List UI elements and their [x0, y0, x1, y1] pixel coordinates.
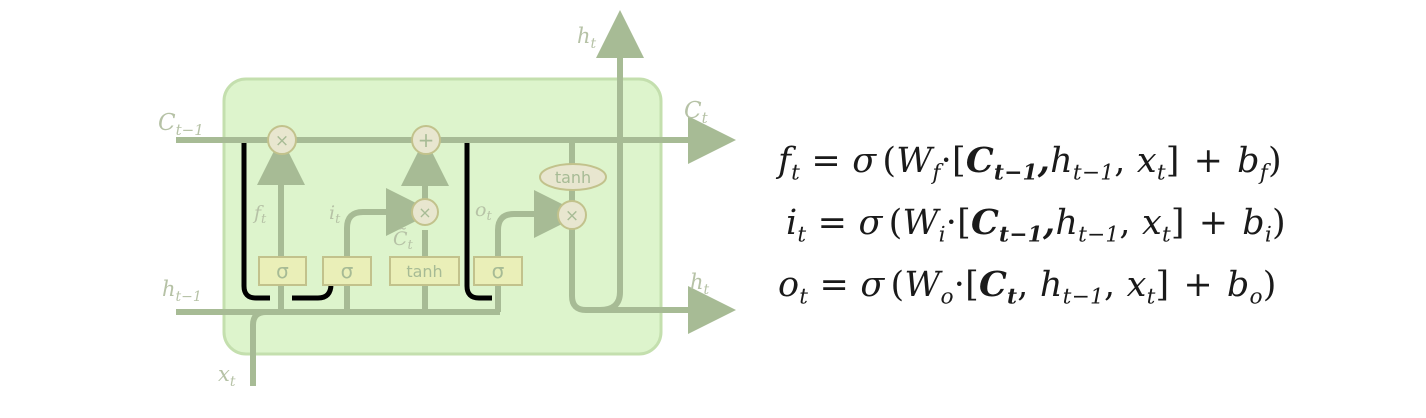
- output-gate-symbol: σ: [492, 259, 505, 283]
- output-gate-line: [495, 190, 582, 312]
- input-gate-box: σ: [322, 256, 372, 286]
- equation-forget: ft = σ(Wf·[Ct−1,ht−1, xt]+bf): [778, 140, 1282, 186]
- label-h-top: ht: [577, 24, 597, 52]
- output-gate-box: σ: [473, 256, 523, 286]
- x-input-line: [250, 309, 267, 386]
- label-c-prev: Ct−1: [158, 110, 204, 139]
- hidden-output-line: [569, 225, 736, 334]
- label-o-t: ot: [475, 199, 492, 224]
- forget-multiply-op: ×: [267, 125, 297, 155]
- peephole-input-line: [292, 283, 334, 301]
- lstm-peephole-diagram: σ σ tanh σ × + × × tanh Ct−1 Ct ht ht−1 …: [158, 10, 736, 390]
- input-gate-line: [344, 188, 434, 312]
- label-x-t: xt: [218, 362, 236, 390]
- multiply-icon: ×: [565, 206, 579, 226]
- forget-gate-box: σ: [258, 256, 307, 286]
- label-h-out: ht: [690, 270, 710, 298]
- peephole-forget-line: [241, 143, 270, 301]
- plus-icon: +: [418, 128, 435, 152]
- tanh-layer-label: tanh: [406, 262, 442, 281]
- input-multiply-op: ×: [411, 198, 439, 226]
- peephole-output-line: [464, 143, 492, 301]
- label-f-t: ft: [252, 202, 267, 227]
- label-c-t: Ct: [684, 98, 709, 127]
- tanh-pointwise-label: tanh: [555, 168, 591, 187]
- forget-gate-symbol: σ: [276, 259, 289, 283]
- label-c-tilde: C̃t: [393, 228, 414, 253]
- multiply-icon: ×: [418, 203, 431, 222]
- input-gate-symbol: σ: [341, 259, 354, 283]
- label-i-t: it: [329, 202, 341, 227]
- equation-input: it = σ(Wi·[Ct−1,ht−1, xt]+bi): [786, 202, 1286, 248]
- add-op: +: [411, 125, 441, 155]
- multiply-icon: ×: [275, 131, 289, 151]
- output-multiply-op: ×: [557, 200, 587, 230]
- label-h-prev: ht−1: [162, 277, 202, 305]
- hidden-up-line: [596, 10, 644, 313]
- tanh-pointwise-op: tanh: [539, 163, 607, 191]
- tanh-layer-box: tanh: [389, 256, 460, 286]
- equation-output: ot = σ(Wo·[Ct, ht−1, xt]+bo): [778, 264, 1277, 310]
